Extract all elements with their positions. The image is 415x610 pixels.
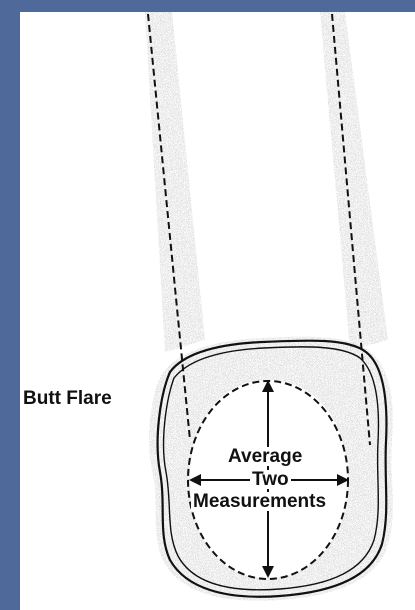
arrow-up-icon bbox=[262, 380, 274, 392]
arrow-down-icon bbox=[262, 566, 274, 578]
measurements-label: Measurements bbox=[191, 492, 328, 511]
two-label: Two bbox=[250, 470, 291, 489]
trunk-right-side bbox=[320, 12, 388, 350]
trunk-left-side bbox=[145, 12, 205, 352]
butt-flare-label: Butt Flare bbox=[23, 389, 112, 408]
arrow-left-icon bbox=[189, 474, 201, 486]
average-label: Average bbox=[226, 447, 304, 466]
